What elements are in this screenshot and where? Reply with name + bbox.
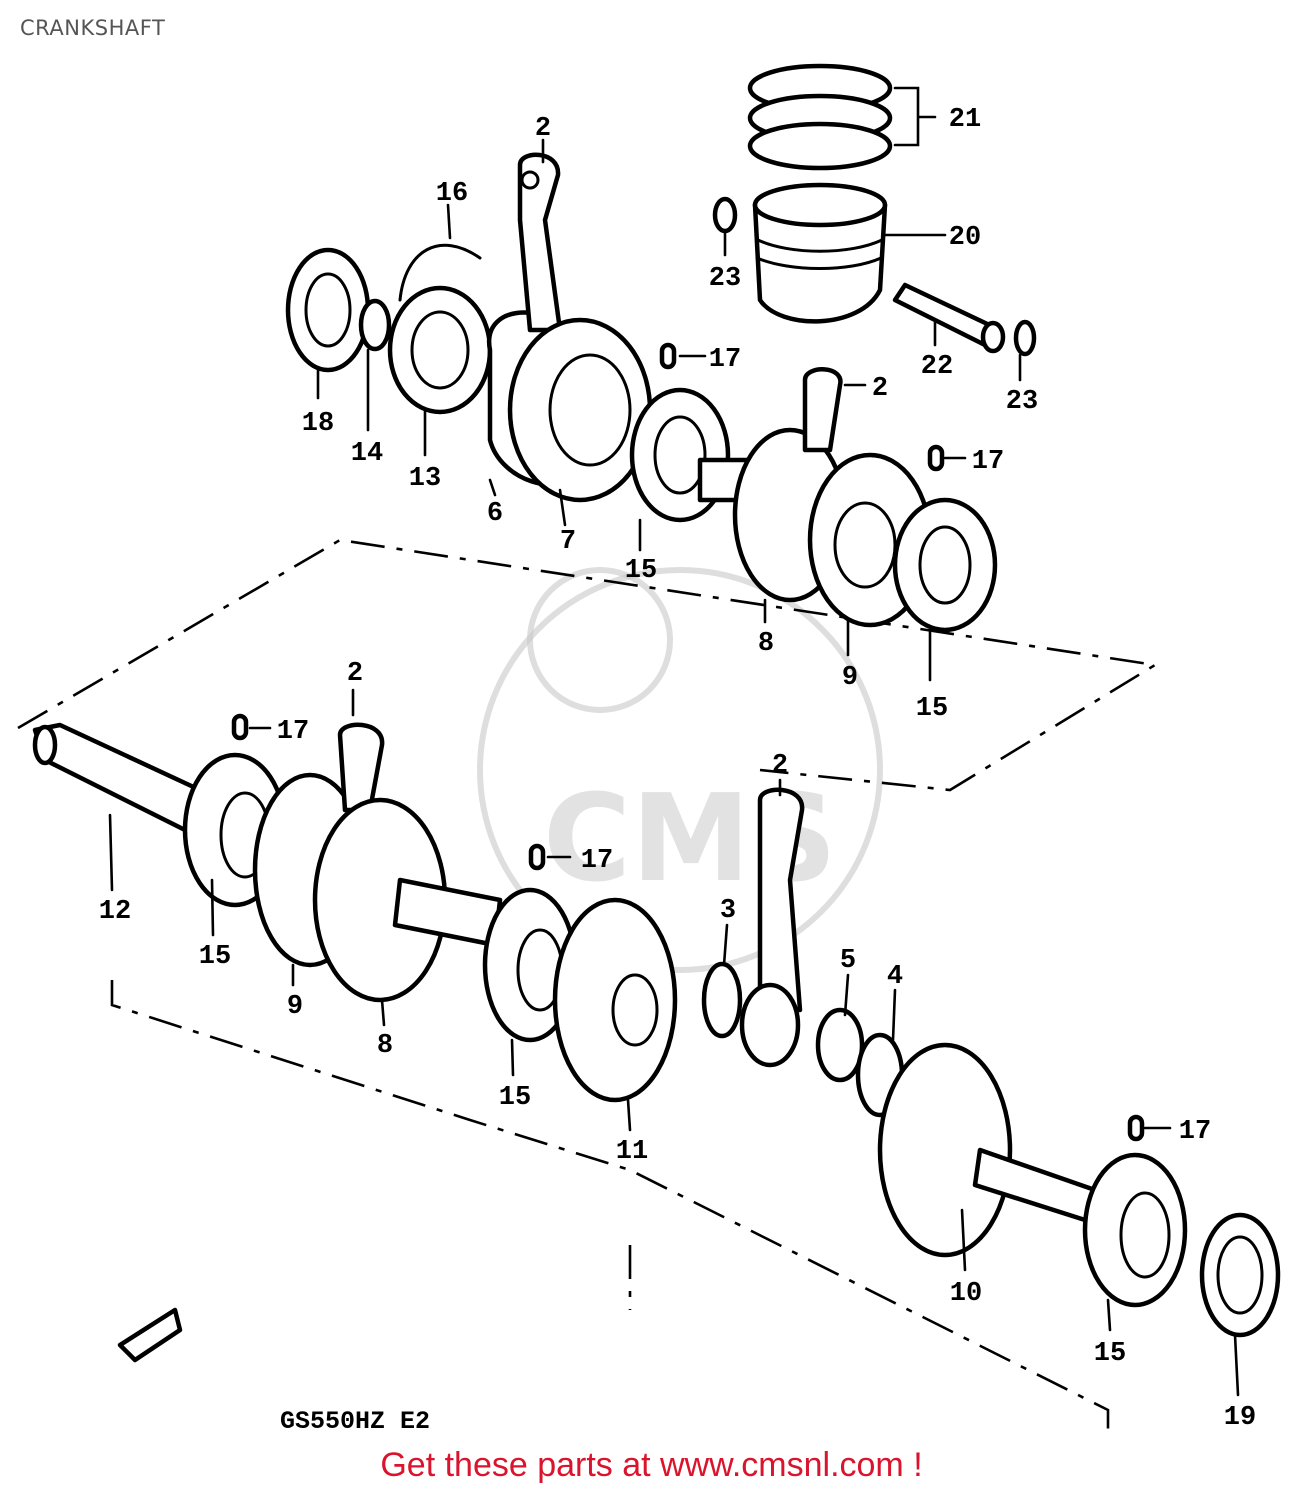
callout-12: 12 bbox=[99, 897, 131, 927]
piston-rings bbox=[747, 63, 893, 171]
get-parts-link[interactable]: Get these parts at www.cmsnl.com ! bbox=[380, 1446, 923, 1484]
callout-23: 23 bbox=[709, 264, 741, 294]
callout-15: 15 bbox=[625, 556, 657, 586]
oil-seal-left bbox=[285, 247, 371, 373]
callout-17: 17 bbox=[1179, 1117, 1211, 1147]
callout-5: 5 bbox=[840, 946, 856, 976]
circlip-top bbox=[398, 243, 482, 302]
callout-9: 9 bbox=[842, 663, 858, 693]
callout-20: 20 bbox=[949, 223, 981, 253]
model-code-label: GS550HZ E2 bbox=[280, 1407, 430, 1436]
front-arrow-icon bbox=[117, 1307, 183, 1363]
callout-11: 11 bbox=[616, 1137, 648, 1167]
oil-seal-right bbox=[1199, 1212, 1281, 1338]
crank-web-lower-right bbox=[877, 1042, 1013, 1258]
callout-13: 13 bbox=[409, 464, 441, 494]
callout-2: 2 bbox=[347, 659, 363, 689]
callout-9: 9 bbox=[287, 992, 303, 1022]
callout-7: 7 bbox=[560, 527, 576, 557]
page-title: CRANKSHAFT bbox=[20, 16, 166, 40]
callout-17: 17 bbox=[972, 447, 1004, 477]
callout-8: 8 bbox=[377, 1031, 393, 1061]
bearing-left bbox=[387, 285, 493, 415]
connecting-rod-lower-right bbox=[739, 787, 805, 1068]
callout-15: 15 bbox=[1094, 1339, 1126, 1369]
bearing-lower-mid bbox=[482, 887, 578, 1043]
spacer-ring bbox=[358, 298, 392, 352]
callout-23: 23 bbox=[1006, 387, 1038, 417]
callout-3: 3 bbox=[720, 896, 736, 926]
callout-2: 2 bbox=[872, 374, 888, 404]
callout-15: 15 bbox=[199, 942, 231, 972]
callout-8: 8 bbox=[758, 629, 774, 659]
callout-2: 2 bbox=[535, 114, 551, 144]
dowel-pins-lower bbox=[231, 713, 1145, 1142]
callout-14: 14 bbox=[351, 439, 383, 469]
callout-22: 22 bbox=[921, 352, 953, 382]
crank-web-lower-mid bbox=[552, 897, 678, 1103]
callout-19: 19 bbox=[1224, 1403, 1256, 1433]
callout-15: 15 bbox=[916, 694, 948, 724]
crankshaft-exploded-diagram: CMS bbox=[17, 63, 1281, 1440]
callout-18: 18 bbox=[302, 409, 334, 439]
callout-17: 17 bbox=[709, 345, 741, 375]
assembly-boundary-lines bbox=[17, 538, 1159, 1440]
callout-labels: 2 16 21 20 23 22 23 17 2 17 18 14 13 6 7… bbox=[99, 105, 1256, 1433]
dowel-pins-upper bbox=[659, 342, 945, 472]
callout-15: 15 bbox=[499, 1083, 531, 1113]
callout-4: 4 bbox=[887, 962, 903, 992]
callout-17: 17 bbox=[581, 846, 613, 876]
bearing-upper-right bbox=[892, 497, 998, 633]
piston bbox=[752, 182, 888, 324]
callout-17: 17 bbox=[277, 717, 309, 747]
piston-pin bbox=[892, 282, 1006, 354]
needle-bearing-lower bbox=[815, 1007, 865, 1083]
connecting-rod-upper bbox=[517, 152, 563, 333]
callout-10: 10 bbox=[950, 1279, 982, 1309]
callout-21: 21 bbox=[949, 105, 981, 135]
o-ring-lower-3 bbox=[701, 961, 743, 1039]
bearing-lower-right bbox=[1082, 1152, 1188, 1308]
piston-pin-circlips bbox=[712, 196, 1037, 357]
primary-drive-gear bbox=[507, 317, 653, 503]
leader-lines bbox=[108, 86, 1240, 1397]
crankshaft-left-end bbox=[32, 722, 203, 833]
callout-16: 16 bbox=[436, 179, 468, 209]
callout-2: 2 bbox=[772, 751, 788, 781]
callout-6: 6 bbox=[487, 499, 503, 529]
